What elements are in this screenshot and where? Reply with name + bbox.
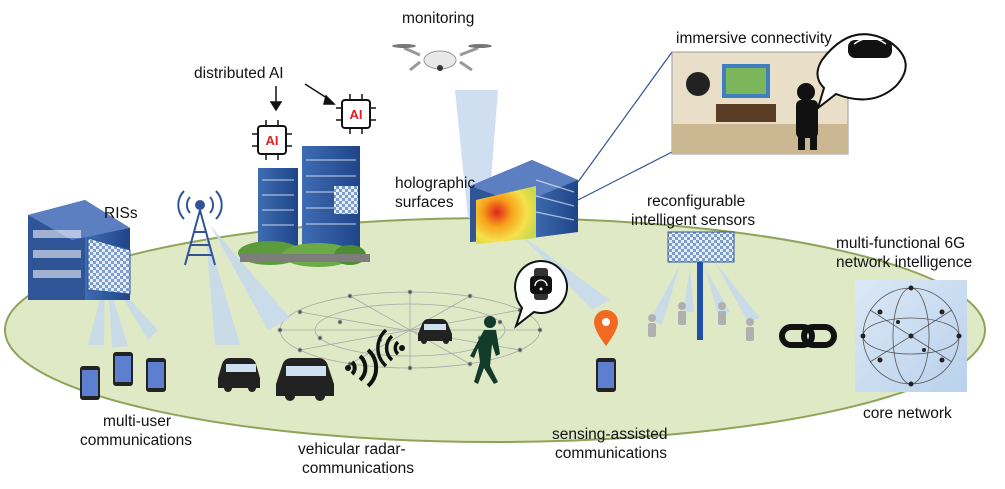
smartphone-icon	[146, 358, 166, 392]
car-icon	[218, 358, 260, 392]
car-icon	[418, 319, 452, 344]
car-icon	[276, 358, 334, 401]
signal-wave-icon	[376, 328, 405, 368]
person-icon	[797, 83, 815, 101]
ai-chip-label: AI	[266, 133, 279, 148]
label-intelligent-sensors: intelligent sensors	[631, 212, 756, 229]
smartwatch-icon	[530, 268, 552, 300]
holographic-building	[470, 160, 578, 244]
drone-icon	[392, 44, 492, 72]
holographic-surface	[476, 186, 536, 244]
sensor-array-icon	[648, 231, 754, 341]
label-network-intelligence: network intelligence	[836, 254, 973, 271]
ai-arrows	[269, 83, 336, 112]
label-riss: RISs	[104, 205, 138, 222]
label-vehicular-communications: communications	[302, 460, 414, 477]
label-multi-user: multi-user	[103, 413, 172, 430]
label-holographic: holographic	[395, 175, 476, 192]
antenna-tower-icon	[177, 190, 223, 266]
smartwatch-bubble	[514, 260, 568, 329]
vr-headset-icon	[848, 37, 892, 58]
label-distributed-ai: distributed AI	[194, 65, 284, 82]
ai-chip-icon: AI	[336, 94, 376, 134]
core-network-icon	[855, 280, 967, 392]
ai-chip-label: AI	[350, 107, 363, 122]
label-reconfigurable: reconfigurable	[647, 193, 746, 210]
smartphone-icon	[596, 358, 616, 392]
label-sensing-assisted: sensing-assisted	[552, 426, 668, 443]
mesh-network	[277, 289, 543, 371]
label-core-network: core network	[863, 405, 952, 422]
label-multi-user-communications: communications	[80, 432, 192, 449]
label-monitoring: monitoring	[402, 10, 475, 27]
hand-icon	[686, 72, 710, 96]
link-chain-icon	[779, 324, 837, 348]
label-vehicular-radar: vehicular radar-	[298, 441, 406, 458]
smartphone-icon	[113, 352, 133, 386]
label-multifunctional-6g: multi-functional 6G	[836, 235, 966, 252]
skyscraper-group	[238, 146, 370, 267]
smartphone-icon	[80, 366, 100, 400]
signal-wave-icon	[345, 348, 379, 388]
label-surfaces: surfaces	[395, 194, 454, 211]
ai-chip-icon: AI	[252, 120, 292, 160]
immersive-scene	[577, 33, 907, 201]
building-icon	[28, 200, 131, 300]
person-icon	[470, 316, 500, 384]
label-immersive-connectivity: immersive connectivity	[676, 30, 832, 47]
label-sensing-communications: communications	[555, 445, 667, 462]
location-pin-icon	[594, 310, 618, 346]
